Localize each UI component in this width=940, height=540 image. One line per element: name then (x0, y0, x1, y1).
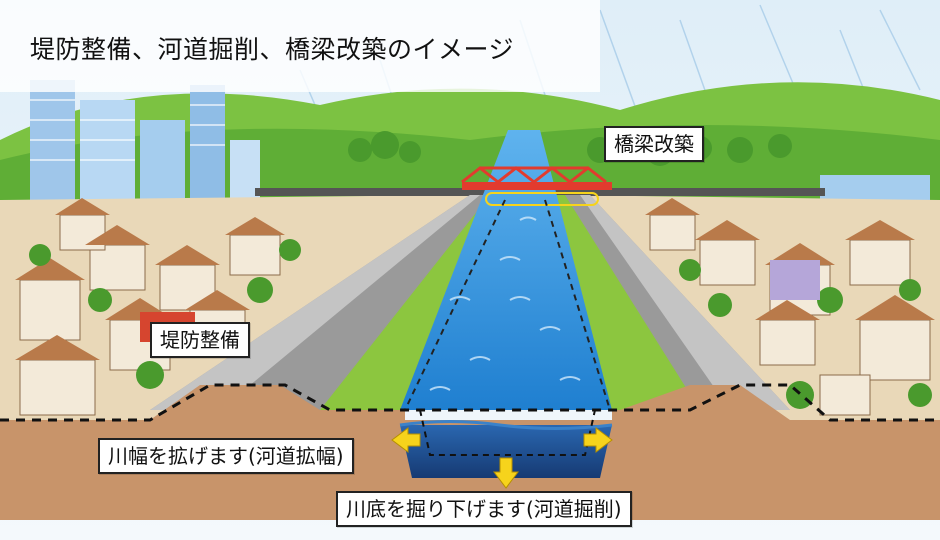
deepen-arrow (493, 457, 519, 489)
levee-label: 堤防整備 (150, 322, 250, 358)
old-ground-line (0, 383, 940, 422)
channel-outline (404, 199, 611, 411)
widen-label: 川幅を拡げます(河道拡幅) (98, 438, 354, 474)
deepen-label: 川底を掘り下げます(河道掘削) (336, 491, 632, 527)
bridge-label: 橋梁改築 (604, 126, 704, 162)
bridge (461, 166, 612, 206)
page-title: 堤防整備、河道掘削、橋梁改築のイメージ (30, 35, 515, 64)
title-band (0, 0, 600, 92)
right-floodplain (540, 195, 700, 410)
widen-arrows (391, 427, 613, 453)
houses-right (645, 198, 935, 416)
right-town-ground (560, 195, 940, 420)
channel-section (400, 425, 612, 478)
river (400, 130, 612, 410)
